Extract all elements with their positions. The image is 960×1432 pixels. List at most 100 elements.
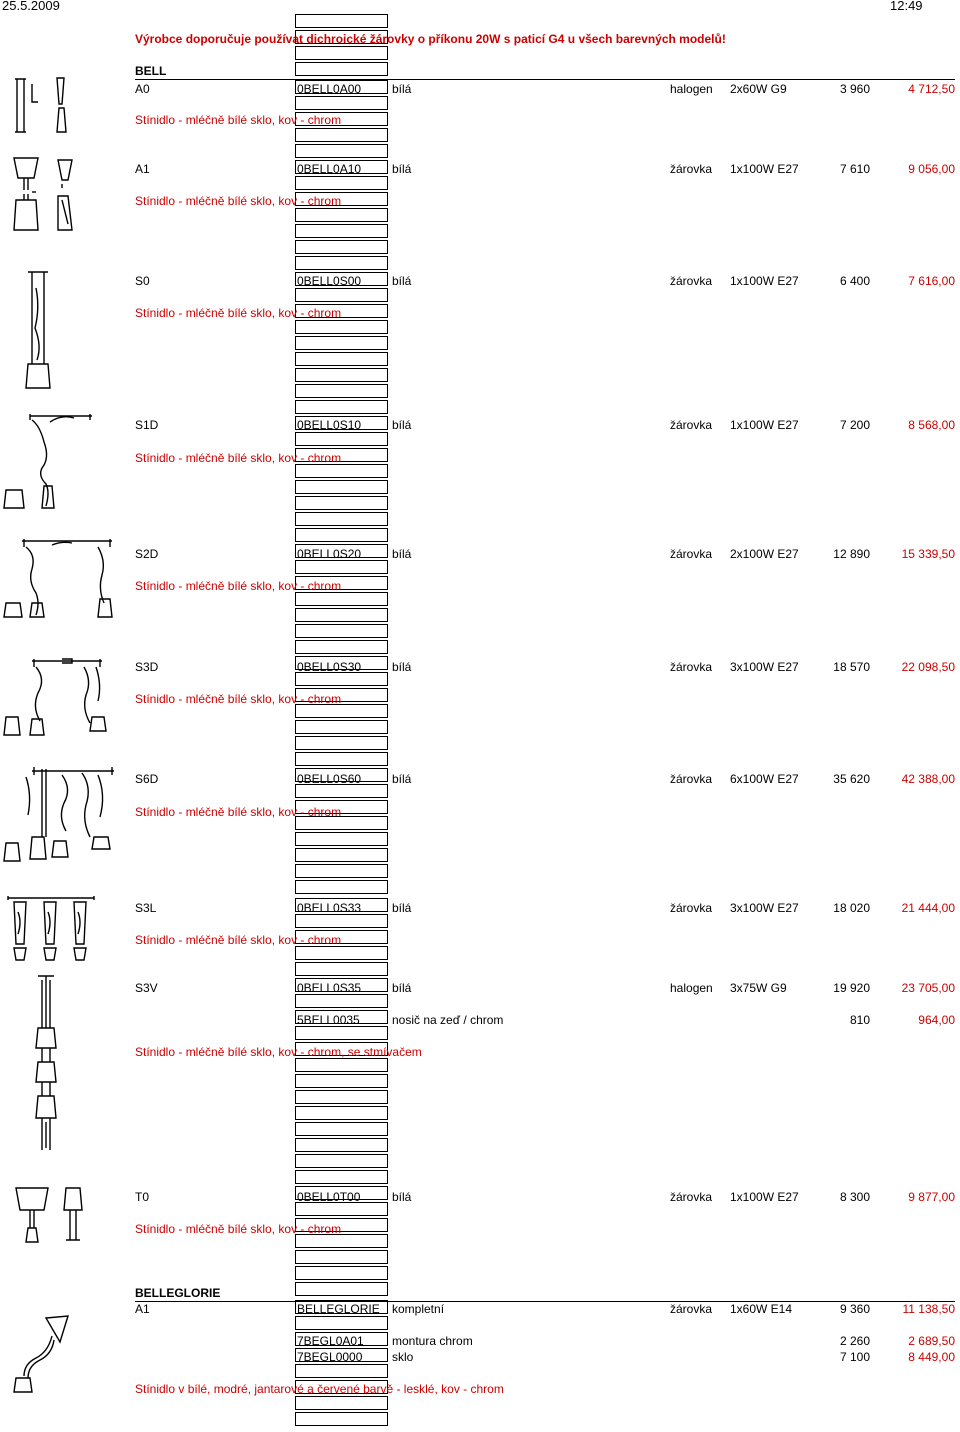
product-power: 2x60W G9: [730, 82, 787, 96]
grid-cell: [295, 46, 388, 60]
grid-cell: [295, 176, 388, 190]
lamp-s2d-icon: [2, 537, 118, 621]
grid-cell: [295, 1042, 388, 1056]
grid-cell: [295, 1074, 388, 1088]
grid-cell: [295, 784, 388, 798]
lamp-s6d-icon: [2, 765, 120, 865]
product-light-source: žárovka: [670, 660, 713, 674]
grid-cell: [295, 480, 388, 494]
product-model: A0: [135, 82, 150, 96]
grid-cell: [295, 62, 388, 76]
product-light-source: žárovka: [670, 274, 713, 288]
grid-cell: [295, 832, 388, 846]
product-model: S6D: [135, 772, 159, 786]
grid-cell: [295, 368, 388, 382]
product-color: bílá: [392, 82, 412, 96]
grid-cell: [295, 1234, 388, 1248]
product-light-source: žárovka: [670, 1190, 713, 1204]
grid-cell: [295, 1316, 388, 1330]
lamp-s0-icon: [22, 268, 58, 392]
grid-cell: [295, 1186, 388, 1200]
grid-cell: [295, 1380, 388, 1394]
grid-cell: [295, 1332, 388, 1346]
product-note: Stínidlo - mléčně bílé sklo, kov - chrom: [135, 805, 342, 819]
grid-cell: [295, 994, 388, 1008]
product-light-source: žárovka: [670, 418, 713, 432]
grid-cell: [295, 1138, 388, 1152]
product-note: Stínidlo - mléčně bílé sklo, kov - chrom: [135, 194, 342, 208]
product-color: bílá: [392, 162, 412, 176]
product-model: A1: [135, 162, 150, 176]
product-color: bílá: [392, 1190, 412, 1204]
section-rule: [135, 79, 955, 80]
product-power: 2x100W E27: [730, 547, 799, 561]
grid-cell: [295, 128, 388, 142]
grid-cell: [295, 800, 388, 814]
product-code: 0BELL0S60: [297, 772, 362, 786]
part-price-vat: 2 689,50: [908, 1334, 955, 1348]
grid-cell: [295, 1154, 388, 1168]
grid-cell: [295, 416, 388, 430]
product-code: 0BELL0A10: [297, 162, 362, 176]
part-desc: sklo: [392, 1350, 414, 1364]
product-note: Stínidlo - mléčně bílé sklo, kov - chrom: [135, 933, 342, 947]
grid-cell: [295, 208, 388, 222]
accessory-code: 5BELL0035: [297, 1013, 360, 1027]
grid-cell: [295, 240, 388, 254]
grid-cell: [295, 432, 388, 446]
product-light-source: žárovka: [670, 901, 713, 915]
product-color: kompletní: [392, 1302, 445, 1316]
product-color: bílá: [392, 274, 412, 288]
product-power: 1x100W E27: [730, 1190, 799, 1204]
product-power: 6x100W E27: [730, 772, 799, 786]
product-model: S1D: [135, 418, 159, 432]
product-price: 8 300: [839, 1190, 870, 1204]
lamp-belleglorie-icon: [8, 1312, 76, 1400]
grid-cell: [295, 1058, 388, 1072]
product-price: 18 020: [833, 901, 870, 915]
product-code: 0BELL0T00: [297, 1190, 361, 1204]
product-power: 1x60W E14: [730, 1302, 793, 1316]
grid-cell: [295, 144, 388, 158]
product-code: 0BELL0S10: [297, 418, 362, 432]
product-price-vat: 15 339,50: [901, 547, 955, 561]
product-price: 7 200: [839, 418, 870, 432]
lamp-s3v-icon: [28, 972, 64, 1164]
part-price: 2 260: [839, 1334, 870, 1348]
manufacturer-notice: Výrobce doporučuje používat dichroické ž…: [135, 32, 726, 46]
product-code: 0BELL0A00: [297, 82, 362, 96]
grid-cell: [295, 1026, 388, 1040]
product-model: S3L: [135, 901, 157, 915]
grid-cell: [295, 528, 388, 542]
grid-cell: [295, 720, 388, 734]
grid-cell: [295, 768, 388, 782]
product-note: Stínidlo - mléčně bílé sklo, kov - chrom…: [135, 1045, 422, 1059]
product-note: Stínidlo - mléčně bílé sklo, kov - chrom: [135, 579, 342, 593]
product-light-source: halogen: [670, 82, 713, 96]
grid-cell: [295, 544, 388, 558]
lamp-t0-icon: [10, 1184, 86, 1248]
product-light-source: žárovka: [670, 1302, 713, 1316]
grid-cell: [295, 898, 388, 912]
product-code: 0BELL0S35: [297, 981, 362, 995]
grid-cell: [295, 512, 388, 526]
grid-cell: [295, 320, 388, 334]
grid-cell: [295, 400, 388, 414]
product-price-vat: 4 712,50: [908, 82, 955, 96]
grid-cell: [295, 1106, 388, 1120]
grid-cell: [295, 336, 388, 350]
product-price-vat: 11 138,50: [902, 1302, 956, 1316]
grid-cell: [295, 1090, 388, 1104]
grid-cell: [295, 962, 388, 976]
grid-cell: [295, 752, 388, 766]
grid-cell: [295, 1202, 388, 1216]
lamp-a0-icon: [12, 74, 74, 138]
section-title-belleglorie: BELLEGLORIE: [135, 1286, 221, 1300]
grid-cell: [295, 304, 388, 318]
product-color: bílá: [392, 547, 412, 561]
grid-cell: [295, 1218, 388, 1232]
grid-cell: [295, 1348, 388, 1362]
grid-cell: [295, 448, 388, 462]
grid-cell: [295, 112, 388, 126]
grid-cell: [295, 978, 388, 992]
